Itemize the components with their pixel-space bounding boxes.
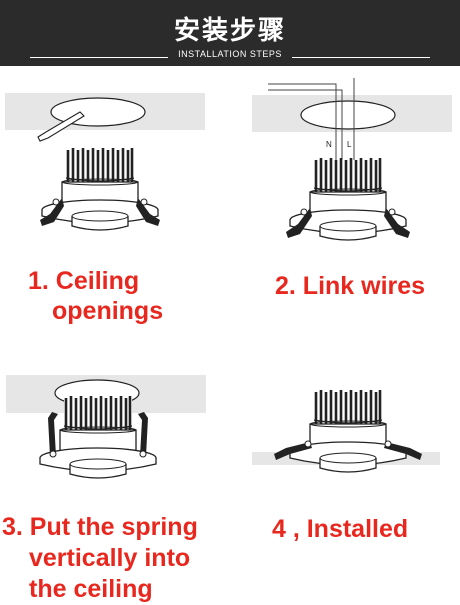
step-2-label: 2. Link wires <box>275 272 426 300</box>
step-4-label: 4 , Installed <box>272 515 409 543</box>
step-3-label-line-3: the ceiling <box>29 575 153 603</box>
step-1-label-line-1: 1. Ceiling <box>28 267 140 295</box>
ceiling-hole <box>300 100 396 130</box>
step-4-illustration <box>252 388 440 473</box>
wire-label-neutral: N <box>326 140 332 149</box>
step-3-label-line-2: vertically into <box>29 544 191 572</box>
step-1-label-line-2: openings <box>52 297 164 325</box>
header-title: 安装步骤 <box>173 16 286 46</box>
step-3-illustration <box>6 375 206 479</box>
header-divider-right <box>292 57 430 58</box>
step-2-illustration: N L <box>252 78 452 241</box>
wire-label-live: L <box>347 140 352 149</box>
step-3-label-line-1: 3. Put the spring <box>2 513 198 541</box>
cutting-tool-icon <box>37 111 85 142</box>
header-divider-left <box>30 57 168 58</box>
step-1-illustration <box>5 93 205 231</box>
header-banner: 安装步骤 INSTALLATION STEPS <box>0 0 460 66</box>
header-subtitle: INSTALLATION STEPS <box>178 49 282 59</box>
supply-wires <box>268 78 355 160</box>
